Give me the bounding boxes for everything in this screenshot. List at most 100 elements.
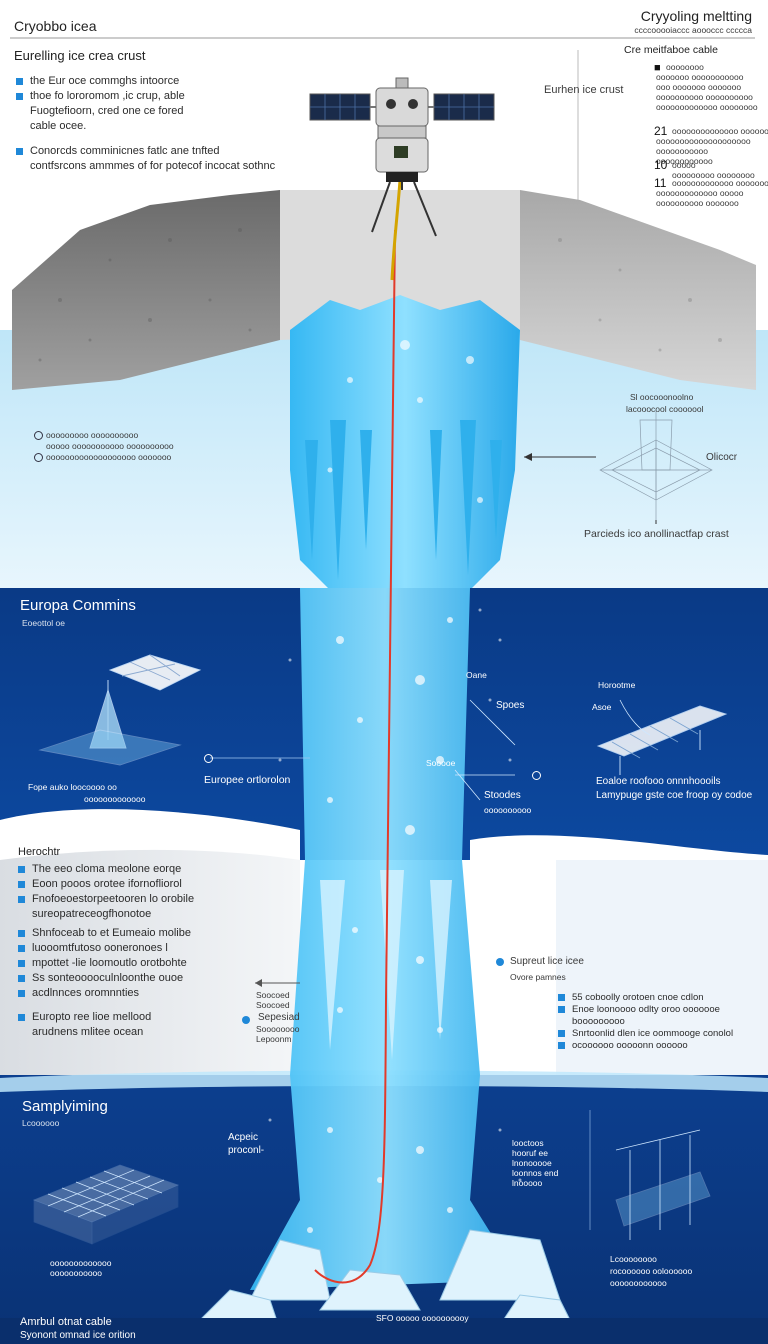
section3-bullet: The eeo cloma meolone eorqe bbox=[18, 862, 194, 877]
section3-right-bullet: booooooooo bbox=[572, 1016, 625, 1027]
right-panel-line: oooooooooo oooooooooo bbox=[656, 92, 753, 102]
right-panel-line: ooo ooooooo ooooooo bbox=[656, 82, 742, 92]
right-panel-line: oooooooo bbox=[666, 62, 704, 72]
right-panel-line: ooooooo ooooooooooo bbox=[656, 72, 744, 82]
probe-graphic bbox=[309, 77, 495, 237]
section3-dot-icon bbox=[242, 1016, 250, 1024]
section1-dot-item: ooooooooooooooooooo ooooooo bbox=[46, 452, 172, 462]
right-panel-line: ooooooooooooo ooooooooo bbox=[672, 178, 768, 188]
section3-bullet: luooomtfutoso ooneronoes l bbox=[18, 941, 191, 956]
section3-bullet: Ss sonteooooculnloonthe ouoe bbox=[18, 971, 191, 986]
right-panel-number: 11 bbox=[654, 176, 667, 190]
section4-right-caption3: oooooooooooo bbox=[610, 1278, 667, 1288]
section1-diagram-bottom-label: Parcieds ico anollinactfap crast bbox=[584, 528, 729, 540]
section2-ocean-label: Europee ortlorolon bbox=[204, 774, 291, 786]
section1-bullets: the Eur oce commghs intoorce thoe fo lor… bbox=[16, 74, 185, 134]
section1-note-line: contfsrcons ammmes of for potecof incoca… bbox=[30, 160, 276, 172]
footer-line2: Syonont omnad ice orition bbox=[20, 1330, 136, 1341]
right-panel-line: ooooooooooo bbox=[656, 146, 709, 156]
section4-center-label2: proconl- bbox=[228, 1145, 265, 1156]
section2-sub: Eoeottol oe bbox=[22, 618, 66, 628]
section3-bullets-c: Europto ree lioe mellood arudnens mlitee… bbox=[18, 1010, 151, 1040]
section2-right-caption2: Lamypuge gste coe froop oy codoe bbox=[596, 790, 753, 801]
header-left-title: Cryobbo icea bbox=[14, 18, 97, 34]
section3-right-dot-label: Supreut lice icee bbox=[510, 956, 584, 967]
section3-right-bullet: 55 coboolly orotoen cnoe cdlon bbox=[558, 992, 733, 1004]
right-panel-heading: Cre meitfaboe cable bbox=[624, 44, 718, 56]
section3-bullet: sureopatreceogfhonotoe bbox=[32, 908, 152, 920]
right-panel-line: oooooooooooo bbox=[656, 156, 713, 166]
section3-bullet: mpottet -lie loomoutlo orotbohte bbox=[18, 956, 191, 971]
right-panel-line: oooooooooo ooooooo bbox=[656, 198, 739, 208]
section2-label-staodes2: oooooooooo bbox=[484, 805, 532, 815]
section1-center-label: Eurhen ice crust bbox=[544, 84, 624, 96]
section1-diagram-label-top2: lacooocool cooooool bbox=[626, 404, 704, 414]
section2-label-staodes1: Stoodes bbox=[484, 790, 521, 801]
section4-right-line: loonnos end bbox=[512, 1168, 559, 1178]
section4-heading: Samplyiming bbox=[22, 1098, 108, 1115]
section4-right-line: looctoos bbox=[512, 1138, 544, 1148]
section3-bullet: Fnofoeoestorpeetooren lo orobile bbox=[18, 892, 194, 907]
right-panel-pin-icon: ■ bbox=[654, 62, 661, 74]
section1-note-line: Conorcds comminicnes fatlc ane tnfted bbox=[16, 144, 275, 159]
section4-left-caption2: ooooooooooo bbox=[50, 1268, 103, 1278]
section3-right-dot-icon bbox=[496, 958, 504, 966]
section3-mid-label: Lepoonm bbox=[256, 1034, 292, 1044]
section3-right-bullets: 55 coboolly orotoen cnoe cdlon Enoe loon… bbox=[558, 992, 733, 1052]
section1-diagram-side-label: Olicocr bbox=[706, 452, 738, 463]
section1-bullet: Fuogtefioorn, cred one ce fored bbox=[30, 105, 184, 117]
section3-mid-label: Soocoed bbox=[256, 1000, 290, 1010]
right-panel-line: ooooo bbox=[672, 160, 696, 170]
section3-mid-label: Soocoed bbox=[256, 990, 290, 1000]
section3-mid-label: Soooooooo bbox=[256, 1024, 300, 1034]
section1-heading: Eurelling ice crea crust bbox=[14, 48, 146, 63]
footer-line1: Amrbul otnat cable bbox=[20, 1316, 112, 1328]
section1-dot-item: ooooo ooooooooooo oooooooooo bbox=[46, 441, 174, 451]
section3-bullets-a: The eeo cloma meolone eorqe Eoon pooos o… bbox=[18, 862, 194, 922]
section3-heading: Herochtr bbox=[18, 846, 61, 858]
section2-marker-icon bbox=[532, 771, 541, 780]
right-panel-line: oooooooooooooooooooo bbox=[656, 136, 751, 146]
section4-right-line: lnonooooe bbox=[512, 1158, 552, 1168]
section4-bottom-label: SFO ooooo oooooooooy bbox=[376, 1313, 469, 1323]
section2-heading: Europa Commins bbox=[20, 597, 136, 614]
section3-right-bullet: ocoooooo ooooonn oooooo bbox=[558, 1040, 733, 1052]
section2-marker-icon bbox=[204, 754, 213, 763]
section2-label-cane: Oane bbox=[466, 670, 487, 680]
section1-bullet: the Eur oce commghs intoorce bbox=[16, 74, 185, 89]
section1-dot-item: ooooooooo oooooooooo bbox=[46, 430, 139, 440]
section2-label-spoes: Spoes bbox=[496, 700, 525, 711]
section2-right-label2: Asoe bbox=[592, 702, 612, 712]
section4-left-caption1: ooooooooooooo bbox=[50, 1258, 112, 1268]
solar-tower-graphic bbox=[38, 654, 202, 766]
section3-right-bullet: Enoe loonoooo odlty oroo ooooooe bbox=[558, 1004, 733, 1016]
section2-right-label1: Horootme bbox=[598, 680, 636, 690]
section3-bullet: Europto ree lioe mellood bbox=[18, 1010, 151, 1025]
section3-mid-label: Sepesiad bbox=[258, 1012, 300, 1023]
right-panel-number: 21 bbox=[654, 124, 668, 138]
section1-note: Conorcds comminicnes fatlc ane tnfted co… bbox=[16, 144, 275, 174]
section4-sub: Lcoooooo bbox=[22, 1118, 60, 1128]
section3-right-dot-sub: Ovore pamnes bbox=[510, 972, 566, 982]
section2-left-caption1: Fope auko loocoooo oo bbox=[28, 782, 117, 792]
section2-label-sooooe: Sooooe bbox=[426, 758, 456, 768]
section4-right-line: hooruf ee bbox=[512, 1148, 548, 1158]
section1-bullet: thoe fo lororomom ,ic crup, able bbox=[16, 89, 185, 104]
section3-bullet: arudnens mlitee ocean bbox=[32, 1026, 144, 1038]
right-panel-line: ooooooooooooo ooooo bbox=[656, 188, 744, 198]
section4-center-label1: Acpeic bbox=[228, 1132, 259, 1143]
section4-right-line: lnooooo bbox=[512, 1178, 543, 1188]
section4-right-caption2: rocoooooo ooloooooo bbox=[610, 1266, 693, 1276]
section2-left-caption2: ooooooooooooo bbox=[84, 794, 146, 804]
section2-right-caption1: Eoaloe roofooo onnnhoooils bbox=[596, 776, 721, 787]
header-right-title: Cryyoling meltting bbox=[640, 8, 752, 24]
section3-bullet: Eoon pooos orotee ifornofliorol bbox=[18, 877, 194, 892]
section3-bullet: Shnfoceab to et Eumeaio molibe bbox=[18, 926, 191, 941]
section3-bullet: acdlnnces oromnnties bbox=[18, 986, 191, 1001]
header-right-subtitle: ccccooooiaccc aoooccc ccccca bbox=[634, 25, 752, 35]
section3-right-bullet: Snrtoonlid dlen ice oommooge conolol bbox=[558, 1028, 733, 1040]
right-panel-line: ooooooooo oooooooo bbox=[672, 170, 755, 180]
right-panel-number: 10 bbox=[654, 158, 668, 172]
